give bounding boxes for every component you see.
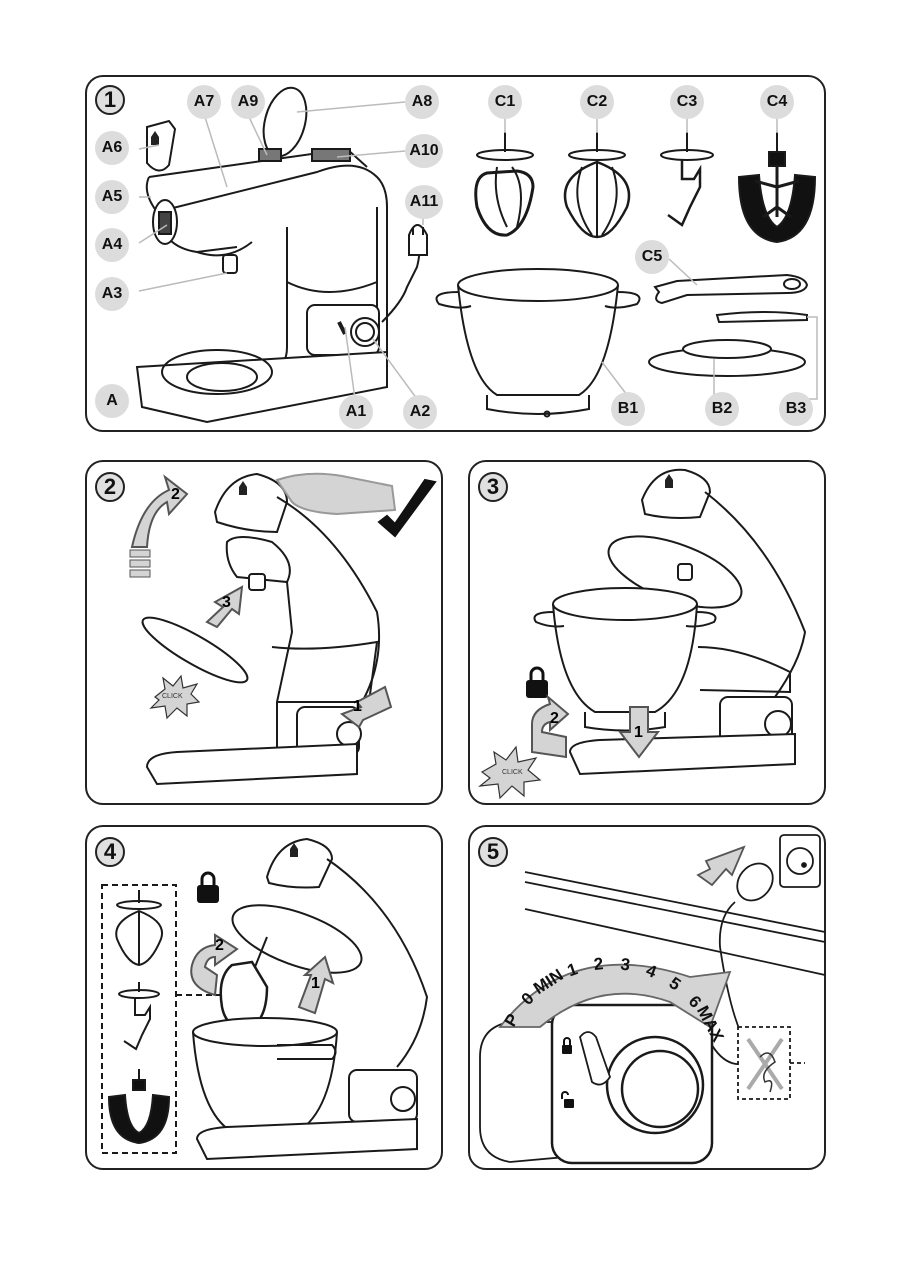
click-label: CLICK — [502, 769, 523, 776]
label-A4: A4 — [95, 228, 129, 262]
socket-icon — [780, 835, 820, 887]
step-number: 4 — [95, 837, 125, 867]
panel-step-3: 3 2 1 — [468, 460, 826, 805]
panel-step-1: 1 — [85, 75, 826, 432]
step-number: 1 — [95, 85, 125, 115]
label-A: A — [95, 384, 129, 418]
panel-step-5: 5 — [468, 825, 826, 1170]
label-B2: B2 — [705, 392, 739, 426]
dough-hook-icon — [117, 982, 161, 1042]
lock-icon — [562, 1037, 574, 1055]
arrow-3-label: 3 — [222, 594, 231, 611]
lock-icon — [526, 668, 548, 698]
tilt-head-illustration — [129, 472, 437, 786]
label-A5: A5 — [95, 180, 129, 214]
label-C3: C3 — [670, 85, 704, 119]
label-A8: A8 — [405, 85, 439, 119]
arrow-1-label: 1 — [353, 698, 362, 715]
label-A2: A2 — [403, 395, 437, 429]
step-number: 2 — [95, 472, 125, 502]
stand-mixer-illustration — [135, 86, 428, 424]
step-number: 5 — [478, 837, 508, 867]
label-C5: C5 — [635, 240, 669, 274]
label-A7: A7 — [187, 85, 221, 119]
label-A3: A3 — [95, 277, 129, 311]
whisk-icon — [112, 890, 166, 966]
lock-icon — [197, 873, 219, 903]
speed-dial-label: 3 — [619, 954, 631, 974]
label-A10: A10 — [405, 134, 443, 168]
label-A9: A9 — [231, 85, 265, 119]
speed-dial-label: 2 — [593, 954, 604, 974]
arrow-1-label: 1 — [634, 724, 643, 741]
attach-tool-illustration — [101, 837, 429, 1161]
label-A6: A6 — [95, 131, 129, 165]
label-B1: B1 — [611, 392, 645, 426]
panel-step-2: 2 — [85, 460, 443, 805]
arrow-1-label: 1 — [311, 975, 320, 992]
no-coiled-cord-icon — [738, 1027, 790, 1099]
arrow-2-label: 2 — [550, 710, 559, 727]
arrow-2-label: 2 — [215, 937, 224, 954]
step-number: 3 — [478, 472, 508, 502]
label-C4: C4 — [760, 85, 794, 119]
accessories-illustration — [435, 117, 818, 418]
flat-beater-icon — [109, 1069, 169, 1144]
label-B3: B3 — [779, 392, 813, 426]
label-A11: A11 — [405, 185, 443, 219]
label-A1: A1 — [339, 395, 373, 429]
bowl-insert-illustration — [478, 468, 807, 800]
label-C1: C1 — [488, 85, 522, 119]
unlock-icon — [562, 1091, 574, 1109]
click-label: CLICK — [162, 693, 183, 700]
label-C2: C2 — [580, 85, 614, 119]
arrow-2-label: 2 — [171, 486, 180, 503]
panel-step-4: 4 — [85, 825, 443, 1170]
